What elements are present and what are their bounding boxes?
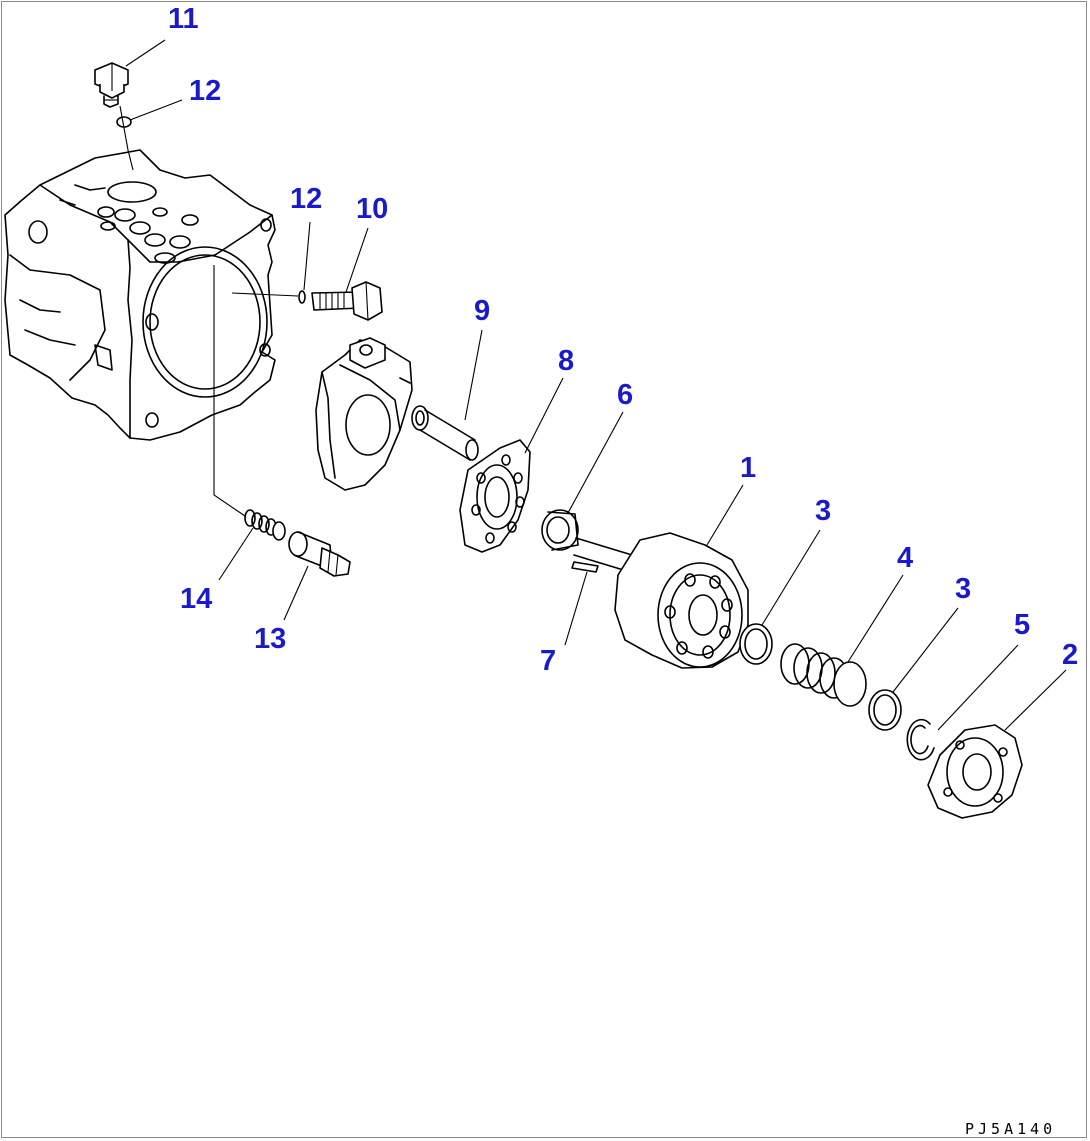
callout-part-12-top: 12 bbox=[189, 75, 221, 107]
callout-part-7: 7 bbox=[540, 645, 556, 677]
o-ring-part-12-side bbox=[298, 290, 306, 304]
bolt-part-10 bbox=[311, 281, 383, 321]
bushing-part-6 bbox=[541, 509, 579, 551]
callout-part-4: 4 bbox=[897, 542, 913, 574]
spring-part-4 bbox=[780, 643, 867, 707]
valve-plate-part-2 bbox=[927, 724, 1023, 819]
washer-part-3-left bbox=[739, 623, 773, 665]
callout-part-14: 14 bbox=[180, 583, 212, 615]
callout-part-12-side: 12 bbox=[290, 183, 322, 215]
callout-part-11: 11 bbox=[168, 3, 199, 35]
retainer-plate-part-8 bbox=[459, 439, 531, 553]
pin-part-9 bbox=[411, 405, 479, 461]
cylinder-block-part-1 bbox=[614, 532, 749, 669]
leader-lines bbox=[125, 39, 1067, 731]
assembly-line-ring-12 bbox=[231, 292, 299, 297]
plug-part-11 bbox=[94, 62, 129, 108]
drawing-code: PJ5A140 bbox=[965, 1120, 1056, 1138]
spring-part-14 bbox=[244, 509, 286, 541]
assembly-line-parts-13-14 bbox=[213, 265, 246, 517]
swash-plate bbox=[315, 337, 413, 491]
pump-housing bbox=[4, 149, 276, 441]
callout-part-10: 10 bbox=[356, 193, 388, 225]
snap-ring-part-5 bbox=[906, 718, 935, 761]
callout-part-6: 6 bbox=[617, 379, 633, 411]
callout-part-3-left: 3 bbox=[815, 495, 831, 527]
washer-part-3-right bbox=[868, 689, 902, 731]
callout-part-5: 5 bbox=[1014, 609, 1030, 641]
plug-part-13 bbox=[288, 531, 351, 577]
callout-part-2: 2 bbox=[1062, 639, 1078, 671]
callout-part-9: 9 bbox=[474, 295, 490, 327]
assembly-line-plug-11 bbox=[119, 105, 134, 171]
callout-part-13: 13 bbox=[254, 623, 286, 655]
callout-part-3-right: 3 bbox=[955, 573, 971, 605]
callout-part-8: 8 bbox=[558, 345, 574, 377]
callout-part-1: 1 bbox=[740, 452, 756, 484]
